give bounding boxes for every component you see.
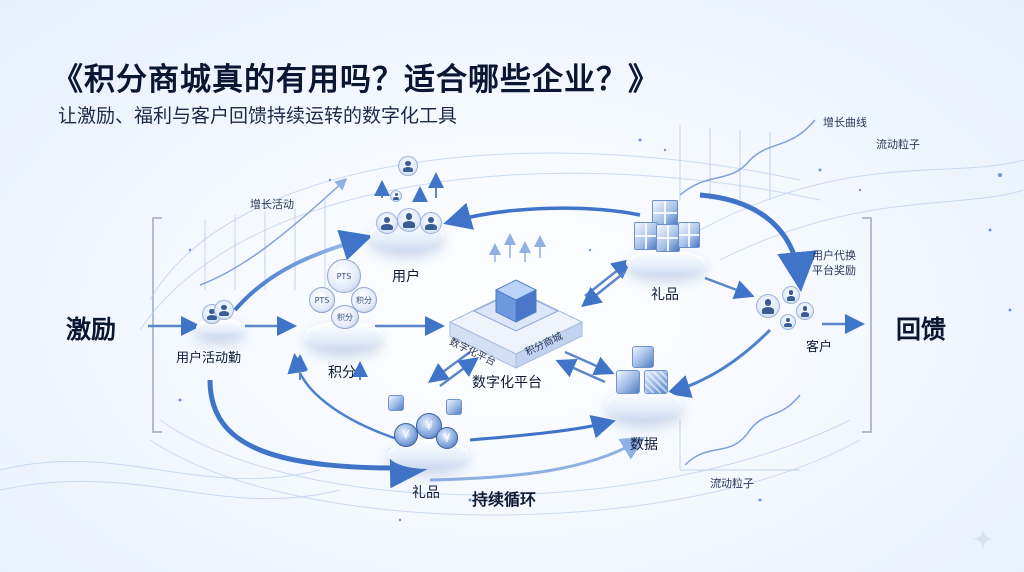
flow-particles-bottom-label: 流动粒子 — [710, 477, 754, 490]
customers-label: 客户 — [806, 340, 833, 355]
user-top-icon — [398, 156, 418, 176]
incentive-label: 激励 — [66, 315, 117, 344]
arc-gifts-to-users — [443, 202, 641, 230]
arrow-gift-to-platform — [439, 357, 480, 388]
growth-curve-chart — [679, 119, 816, 200]
page-subtitle: 让激励、福利与客户回馈持续运转的数字化工具 — [58, 105, 458, 127]
data-cube-icon — [632, 346, 654, 368]
platform-up-arrows — [489, 233, 546, 262]
gifts-bottom-node: ¥ ¥ ¥ — [388, 395, 468, 475]
cycle-label: 持续循环 — [472, 490, 537, 509]
data-node — [606, 340, 682, 426]
arc-bottom-to-data — [429, 436, 646, 482]
arrow-platform-to-data — [564, 350, 615, 376]
growth-curve-label: 增长曲线 — [823, 116, 867, 129]
user-activity-node — [196, 300, 244, 340]
page-title: 《积分商城真的有用吗？适合哪些企业？》 — [52, 62, 660, 98]
gifts-bottom-label: 礼品 — [412, 485, 440, 501]
bottom-right-chart — [679, 394, 801, 471]
arrow-gifts-to-customers — [704, 276, 755, 300]
customer-reward-label: 用户代换 平台奖励 — [812, 249, 856, 277]
coin-icon: ¥ — [394, 423, 418, 447]
arrow-data-to-platform — [555, 358, 606, 384]
platform-base — [448, 279, 584, 369]
coin-icon: PTS — [327, 259, 361, 293]
points-label: 积分 — [328, 365, 356, 381]
growth-activity-label: 增长活动 — [250, 198, 294, 211]
customer-network-icon — [756, 294, 780, 318]
users-node — [370, 150, 444, 260]
data-label: 数据 — [630, 437, 658, 453]
sparkle-icon — [972, 528, 994, 550]
gifts-top-label: 礼品 — [651, 287, 679, 303]
user-group-icon — [376, 212, 398, 234]
feedback-label: 回馈 — [896, 315, 947, 344]
arrow-platform-to-gift — [427, 350, 471, 383]
gifts-top-node — [626, 196, 706, 278]
arc-bottom-cycle — [207, 379, 430, 489]
flow-particles-top-label: 流动粒子 — [876, 138, 920, 151]
arc-top-to-customers — [699, 192, 818, 292]
users-up-arrows — [374, 172, 444, 202]
right-bracket — [862, 217, 872, 433]
user-activity-label: 用户活动勤 — [176, 351, 242, 366]
particles — [178, 138, 1012, 522]
customers-node — [752, 284, 822, 334]
points-node: PTS PTS 积分 积分 — [305, 255, 383, 353]
arc-user-to-users — [233, 229, 373, 312]
arc-gift-to-data — [469, 415, 616, 442]
arrow-gifts-to-platform — [581, 271, 626, 308]
users-label: 用户 — [392, 269, 420, 285]
gift-box-icon — [652, 200, 678, 226]
growth-activity-chart — [199, 177, 348, 290]
arc-customers-to-data — [666, 328, 772, 399]
platform-label: 数字化平台 — [472, 375, 542, 391]
arrow-platform-to-gifts — [584, 258, 632, 297]
